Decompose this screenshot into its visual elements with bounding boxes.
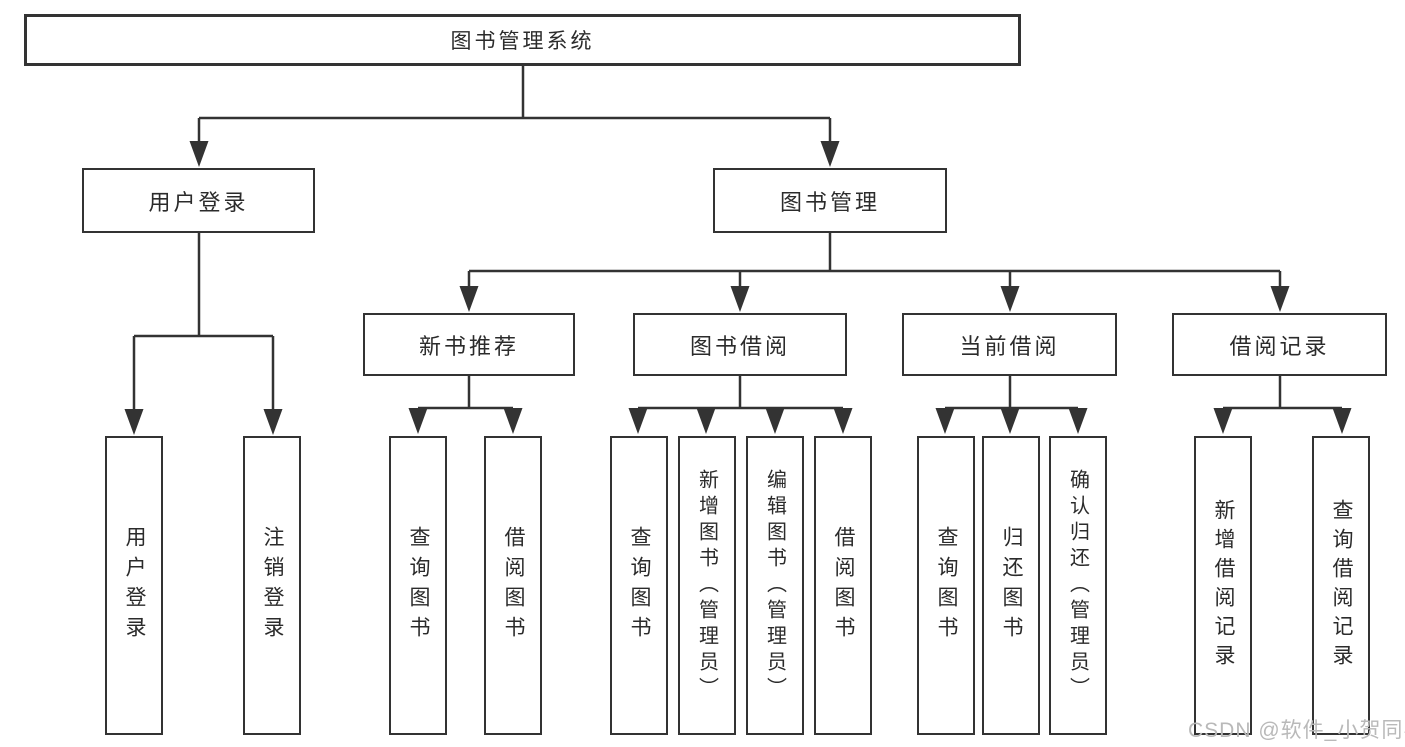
node-confirm-return-admin: 确认归还（管理员） [1049, 436, 1107, 735]
node-user-login: 用户登录 [82, 168, 315, 233]
node-query-book-current: 查询图书 [917, 436, 975, 735]
node-logout-leaf: 注销登录 [243, 436, 301, 735]
connector-book-mgmt-children [459, 233, 1290, 312]
node-borrow-book-leaf: 借阅图书 [814, 436, 872, 735]
node-query-book-rec: 查询图书 [389, 436, 447, 735]
node-borrow-records: 借阅记录 [1172, 313, 1387, 376]
node-current-borrow: 当前借阅 [902, 313, 1117, 376]
connector-book-borrow-children [628, 376, 853, 434]
node-query-book-borrow: 查询图书 [610, 436, 668, 735]
node-user-login-leaf: 用户登录 [105, 436, 163, 735]
node-add-borrow-record: 新增借阅记录 [1194, 436, 1252, 735]
csdn-watermark: CSDN @软件_小贺同学 [1188, 719, 1405, 742]
node-book-mgmt: 图书管理 [713, 168, 947, 233]
connector-current-borrow-children [935, 376, 1088, 434]
node-return-book: 归还图书 [982, 436, 1040, 735]
node-new-book-rec: 新书推荐 [363, 313, 575, 376]
node-add-book-admin: 新增图书（管理员） [678, 436, 736, 735]
connector-user-login-children [124, 233, 283, 435]
node-borrow-book-rec: 借阅图书 [484, 436, 542, 735]
node-query-borrow-record: 查询借阅记录 [1312, 436, 1370, 735]
connector-new-book-rec-children [408, 376, 523, 434]
node-book-borrow: 图书借阅 [633, 313, 847, 376]
connector-root-to-level1 [189, 66, 840, 167]
connector-borrow-records-children [1213, 376, 1352, 434]
node-root: 图书管理系统 [24, 14, 1021, 66]
node-edit-book-admin: 编辑图书（管理员） [746, 436, 804, 735]
